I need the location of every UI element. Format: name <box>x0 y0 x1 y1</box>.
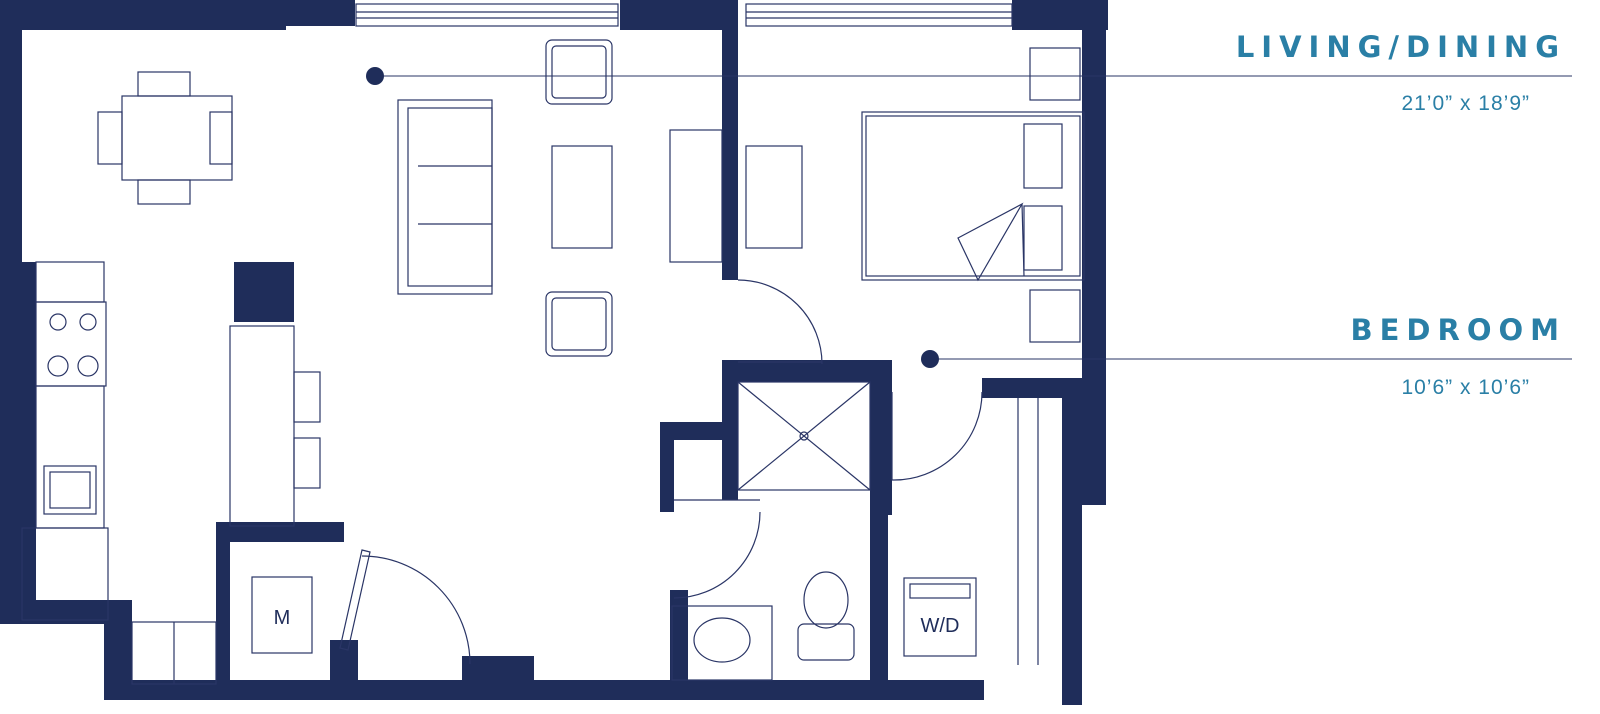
bedroom-title: BEDROOM <box>1350 313 1566 347</box>
doors <box>339 279 983 665</box>
label-leaders <box>375 75 1572 360</box>
living-dining-dimensions: 21’0” x 18’9” <box>1401 92 1530 115</box>
bedroom-dimensions: 10’6” x 10’6” <box>1401 376 1530 399</box>
living-dining-title: LIVING/DINING <box>1235 30 1566 64</box>
washer-dryer-label: W/D <box>921 615 960 637</box>
bedroom-marker <box>921 350 939 368</box>
walls <box>0 0 1108 705</box>
mechanical-label: M <box>274 607 291 629</box>
living-marker <box>366 67 384 85</box>
windows <box>355 3 1013 27</box>
furniture <box>21 39 1085 685</box>
